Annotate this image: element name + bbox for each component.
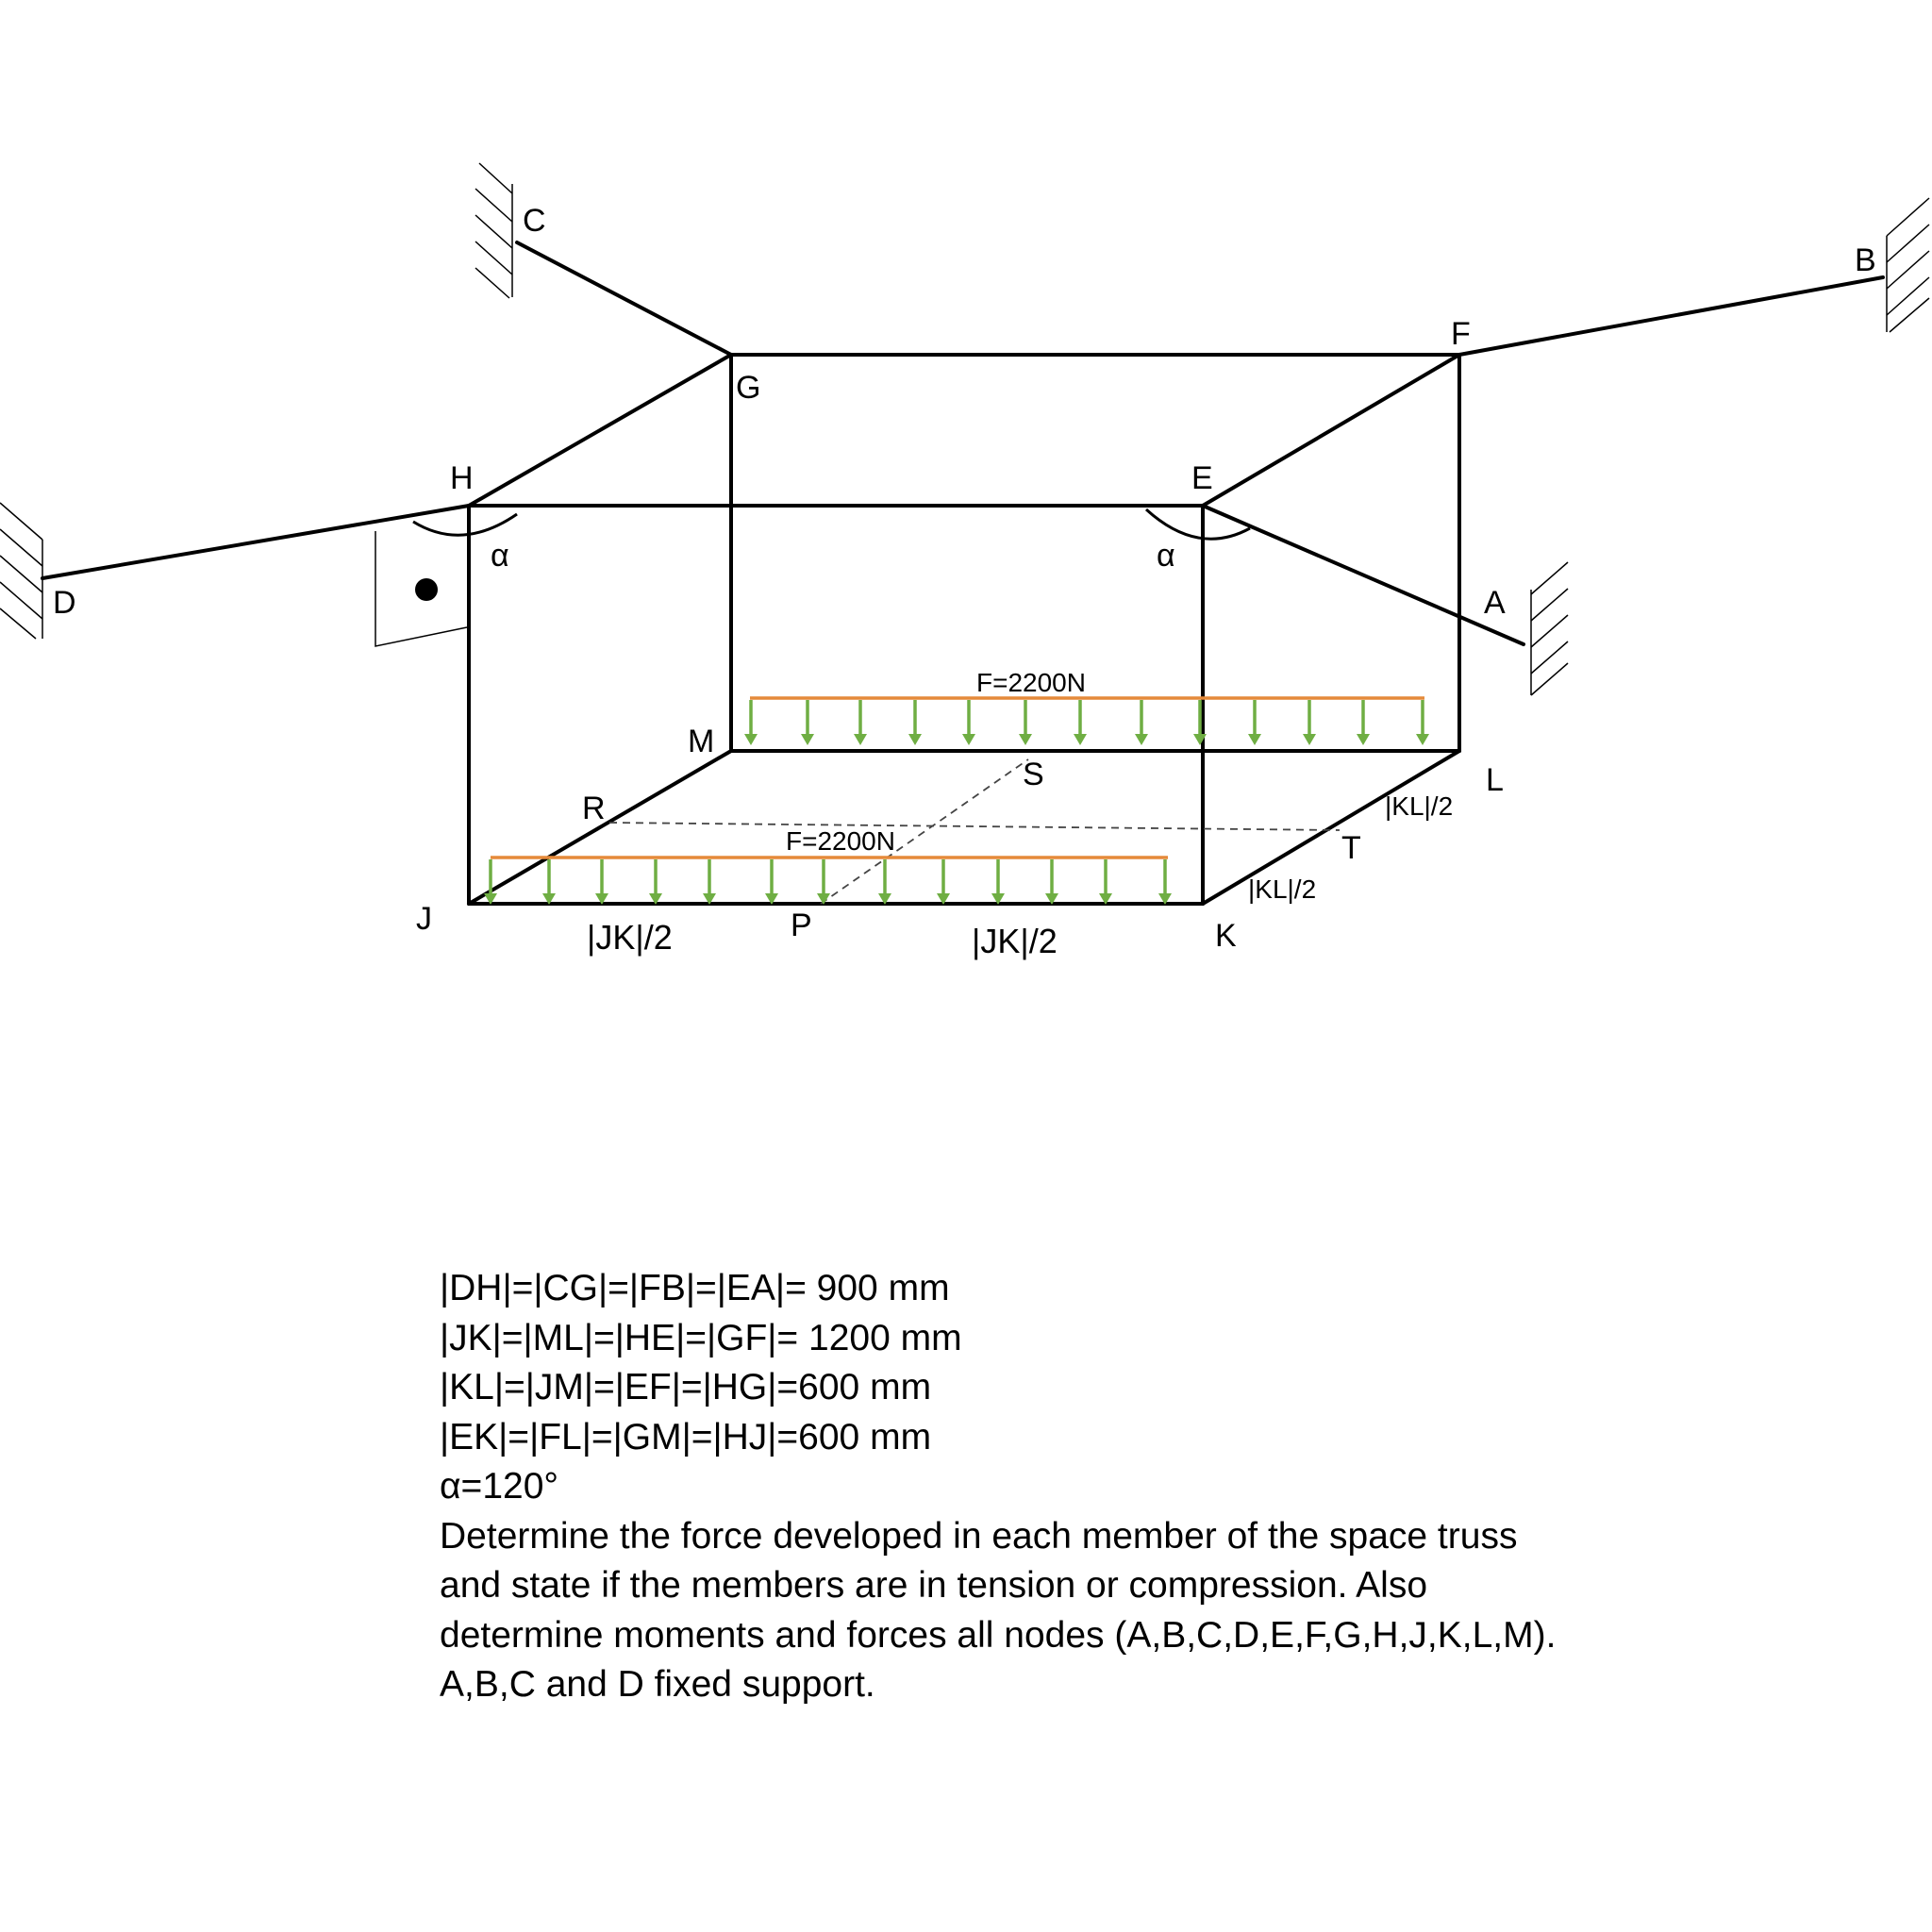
label-node-g: G bbox=[736, 370, 760, 406]
label-node-c: C bbox=[523, 203, 546, 239]
statement-line: and state if the members are in tension … bbox=[440, 1565, 1428, 1606]
angle-label-h: α bbox=[491, 538, 509, 574]
label-node-s: S bbox=[1023, 757, 1044, 792]
load-arrow-head bbox=[962, 734, 975, 745]
load-arrow-head bbox=[1357, 734, 1370, 745]
dimension-line: |KL|=|JM|=|EF|=|HG|=600 mm bbox=[440, 1367, 932, 1407]
label-node-a: A bbox=[1484, 585, 1506, 621]
dashed-lines bbox=[608, 758, 1341, 905]
load-label-lower: F=2200N bbox=[786, 826, 895, 856]
load-arrows-lower bbox=[484, 859, 1172, 905]
support-c bbox=[475, 162, 513, 299]
load-arrow-head bbox=[817, 893, 830, 905]
load-arrow-head bbox=[1158, 893, 1172, 905]
load-arrow-head bbox=[1045, 893, 1058, 905]
support-a bbox=[1530, 561, 1569, 696]
pin-plate bbox=[375, 531, 468, 647]
angle-value: α=120° bbox=[440, 1466, 558, 1507]
label-node-t: T bbox=[1341, 830, 1361, 866]
load-arrow-head bbox=[595, 893, 608, 905]
load-arrow-head bbox=[854, 734, 867, 745]
load-arrow-head bbox=[1248, 734, 1261, 745]
problem-text: |DH|=|CG|=|FB|=|EA|= 900 mm |JK|=|ML|=|H… bbox=[440, 1264, 1666, 1710]
label-node-m: M bbox=[688, 724, 714, 759]
load-arrow-head bbox=[878, 893, 891, 905]
dim-half-kl-upper: |KL|/2 bbox=[1385, 791, 1453, 821]
load-arrow-head bbox=[1074, 734, 1087, 745]
label-node-h: H bbox=[450, 460, 474, 496]
dimension-line: |DH|=|CG|=|FB|=|EA|= 900 mm bbox=[440, 1268, 950, 1308]
dim-half-kl-lower: |KL|/2 bbox=[1248, 874, 1316, 904]
load-arrow-head bbox=[801, 734, 814, 745]
truss-members bbox=[467, 353, 1461, 906]
load-arrow-head bbox=[703, 893, 716, 905]
support-d bbox=[0, 502, 43, 640]
load-arrow-head bbox=[991, 893, 1005, 905]
load-arrow-head bbox=[484, 893, 497, 905]
angle-label-e: α bbox=[1157, 538, 1175, 574]
pin-dot bbox=[415, 578, 438, 601]
label-node-l: L bbox=[1486, 762, 1504, 798]
load-arrow-head bbox=[908, 734, 922, 745]
load-arrow-head bbox=[1416, 734, 1429, 745]
statement-line: Determine the force developed in each me… bbox=[440, 1515, 1518, 1557]
load-arrow-head bbox=[1019, 734, 1032, 745]
load-label-upper: F=2200N bbox=[976, 668, 1086, 697]
dimension-line: |EK|=|FL|=|GM|=|HJ|=600 mm bbox=[440, 1416, 932, 1457]
load-lower bbox=[484, 856, 1172, 905]
cables bbox=[41, 241, 1885, 646]
label-node-b: B bbox=[1855, 242, 1876, 278]
statement-line: determine moments and forces all nodes (… bbox=[440, 1614, 1557, 1656]
label-node-r: R bbox=[582, 791, 606, 826]
load-arrow-head bbox=[765, 893, 778, 905]
label-node-f: F bbox=[1451, 316, 1471, 352]
load-arrow-head bbox=[649, 893, 662, 905]
load-arrow-head bbox=[542, 893, 556, 905]
load-arrow-head bbox=[1099, 893, 1112, 905]
dim-half-jk-right: |JK|/2 bbox=[972, 922, 1058, 960]
support-b bbox=[1886, 197, 1930, 333]
dim-half-jk-left: |JK|/2 bbox=[587, 918, 673, 957]
label-node-k: K bbox=[1215, 918, 1237, 954]
label-node-j: J bbox=[416, 901, 432, 937]
load-arrow-head bbox=[937, 893, 950, 905]
load-arrow-head bbox=[1193, 734, 1207, 745]
dimension-line: |JK|=|ML|=|HE|=|GF|= 1200 mm bbox=[440, 1317, 962, 1358]
statement-line: A,B,C and D fixed support. bbox=[440, 1664, 875, 1705]
label-node-d: D bbox=[53, 585, 76, 621]
label-node-e: E bbox=[1191, 460, 1213, 496]
load-arrow-head bbox=[744, 734, 758, 745]
load-arrow-head bbox=[1135, 734, 1148, 745]
label-node-p: P bbox=[791, 908, 812, 943]
angle-arcs bbox=[412, 508, 1251, 541]
load-upper bbox=[744, 696, 1429, 745]
load-arrow-head bbox=[1303, 734, 1316, 745]
load-arrows-upper bbox=[744, 700, 1429, 745]
